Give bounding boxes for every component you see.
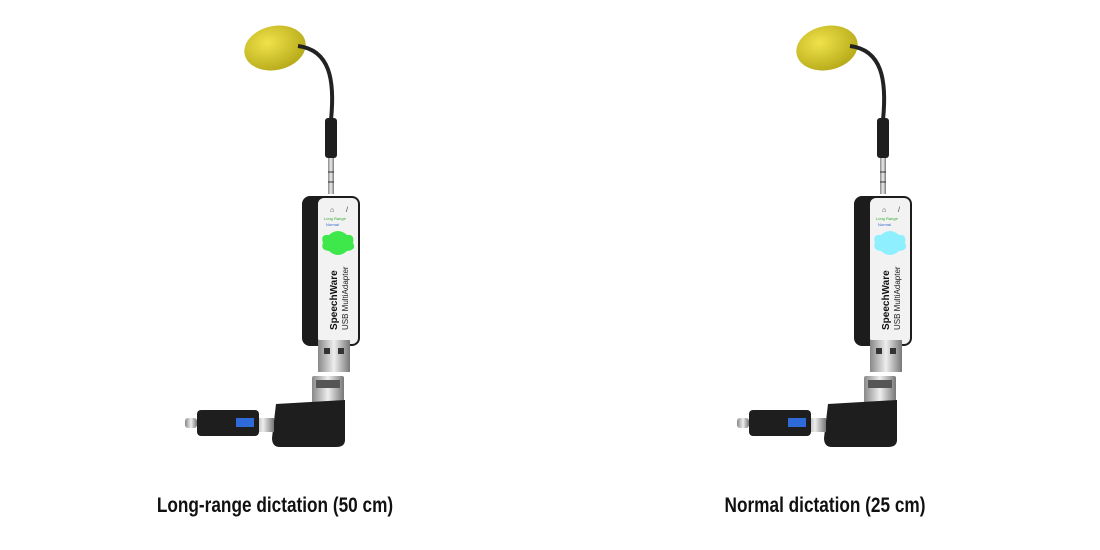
mode-label-long-range: Long Range [876, 216, 899, 221]
mode-led [322, 231, 355, 255]
mode-label-normal: Normal [326, 222, 339, 227]
brand-label: SpeechWare [881, 270, 892, 330]
caption-long-range: Long-range dictation (50 cm) [156, 494, 394, 517]
model-label: USB MultiAdapter [341, 266, 350, 330]
mode-label-normal: Normal [878, 222, 891, 227]
mode-label-long-range: Long Range [324, 216, 347, 221]
mode-led [874, 231, 907, 255]
model-label: USB MultiAdapter [893, 266, 902, 330]
caption-normal: Normal dictation (25 cm) [724, 494, 926, 517]
brand-label: SpeechWare [329, 270, 340, 330]
device-long-range: Long Range Normal SpeechWare USB MultiAd… [183, 18, 362, 449]
device-normal: Long Range Normal SpeechWare USB MultiAd… [735, 18, 914, 449]
